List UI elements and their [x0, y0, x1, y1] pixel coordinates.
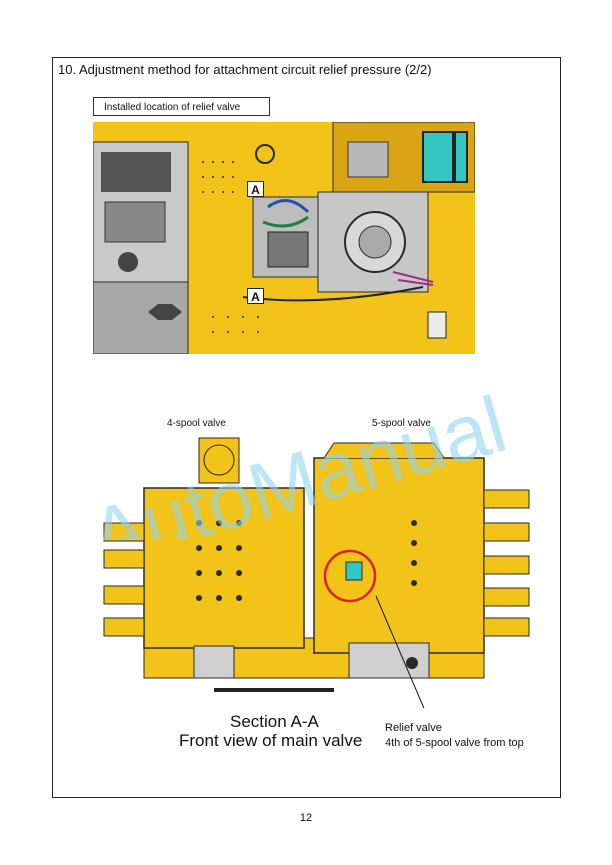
relief-valve-label: Relief valve — [385, 722, 442, 734]
section-marker-a-lower: A — [247, 288, 264, 304]
page-number: 12 — [299, 812, 313, 824]
section-a-a-title: Section A-A — [230, 712, 319, 731]
relief-valve-position-note: 4th of 5-spool valve from top — [385, 737, 524, 749]
five-spool-valve-label: 5-spool valve — [372, 418, 431, 429]
section-heading: 10. Adjustment method for attachment cir… — [58, 62, 432, 77]
installed-location-label: Installed location of relief valve — [93, 97, 270, 116]
four-spool-valve-label: 4-spool valve — [167, 418, 226, 429]
front-view-caption: Front view of main valve — [179, 731, 363, 750]
section-marker-a-upper: A — [247, 181, 264, 197]
main-valve-front-view-figure — [103, 437, 530, 708]
page-frame — [52, 57, 561, 798]
machine-top-view-figure — [93, 122, 475, 354]
